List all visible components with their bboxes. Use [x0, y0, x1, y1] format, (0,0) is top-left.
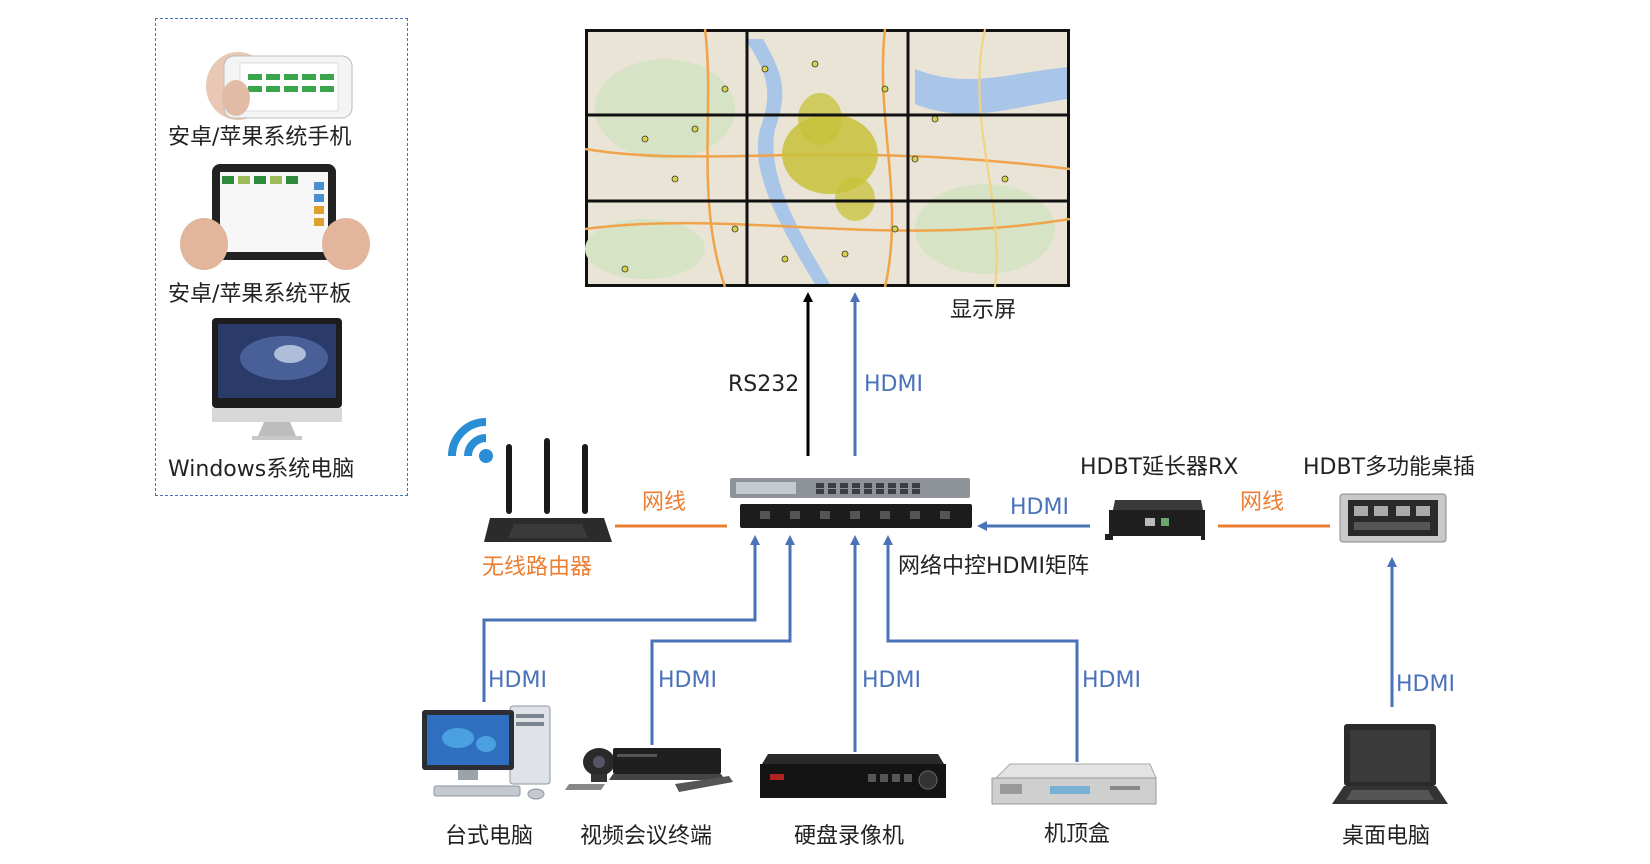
- rs232-label: RS232: [728, 372, 800, 397]
- laptop-image: [1330, 722, 1450, 818]
- imac-image: [208, 314, 346, 448]
- vc-label: 视频会议终端: [580, 824, 713, 849]
- hdmi-matrix-image: [730, 476, 975, 536]
- desktop-hdmi-line: [482, 535, 760, 702]
- stb-label: 机顶盒: [1044, 822, 1111, 847]
- stb-image: [990, 762, 1158, 820]
- extender-link-label: HDMI: [1010, 495, 1069, 520]
- desktop-pc-image: [418, 702, 554, 816]
- tablet-label: 安卓/苹果系统平板: [168, 282, 352, 307]
- laptop-label: 桌面电脑: [1342, 824, 1431, 849]
- extender-label: HDBT延长器RX: [1080, 455, 1239, 480]
- stb-hdmi-line: [883, 535, 1079, 762]
- phone-label: 安卓/苹果系统手机: [168, 125, 352, 150]
- desktop-label: 台式电脑: [445, 824, 534, 849]
- stb-link-label: HDMI: [1082, 668, 1141, 693]
- extender-rx-image: [1105, 496, 1209, 550]
- wifi-icon: [440, 412, 496, 472]
- matrix-label: 网络中控HDMI矩阵: [898, 554, 1089, 579]
- dvr-link-label: HDMI: [862, 668, 921, 693]
- laptop-link-label: HDMI: [1396, 672, 1455, 697]
- desktop-link-label: HDMI: [488, 668, 547, 693]
- dvr-image: [758, 752, 948, 812]
- floor-box-link-label: 网线: [1240, 490, 1285, 515]
- vc-terminal-image: [565, 740, 735, 806]
- tablet-image: [178, 162, 372, 278]
- vc-hdmi-line: [650, 535, 795, 745]
- hdmi-uplink-label: HDMI: [864, 372, 923, 397]
- dvr-label: 硬盘录像机: [794, 824, 905, 849]
- router-label: 无线路由器: [482, 555, 593, 580]
- floor-box-image: [1338, 490, 1448, 552]
- display-label: 显示屏: [950, 298, 1017, 323]
- phone-image: [196, 36, 356, 130]
- control-devices-box: [155, 18, 408, 496]
- pc-label: Windows系统电脑: [168, 457, 355, 482]
- floor-box-label: HDBT多功能桌插: [1303, 455, 1476, 480]
- video-wall: [584, 28, 1071, 291]
- vc-link-label: HDMI: [658, 668, 717, 693]
- router-link-label: 网线: [642, 490, 687, 515]
- router-image: [484, 438, 614, 554]
